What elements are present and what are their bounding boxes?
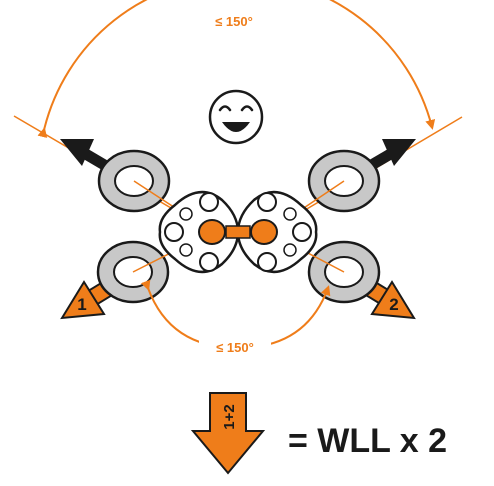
- smiley-face-icon: [208, 89, 264, 145]
- combined-arrow-label: 1+2: [221, 404, 238, 429]
- bottom-angle-label-bg: [199, 337, 271, 357]
- down-arrow-icon: [190, 392, 266, 475]
- top-angle-arc: [37, 0, 436, 138]
- hub-right: [236, 191, 318, 273]
- formula-text: = WLL x 2: [288, 422, 447, 460]
- leg-left-label: 1: [77, 295, 86, 314]
- hub-connector: [225, 225, 251, 239]
- top-angle-label-bg: [198, 11, 270, 31]
- bottom-angle-label: ≤ 150°: [216, 340, 254, 355]
- leg-right-label: 2: [389, 295, 398, 314]
- hub-left: [158, 191, 240, 273]
- ring-upper-right: [307, 149, 381, 213]
- top-angle-label: ≤ 150°: [215, 14, 253, 29]
